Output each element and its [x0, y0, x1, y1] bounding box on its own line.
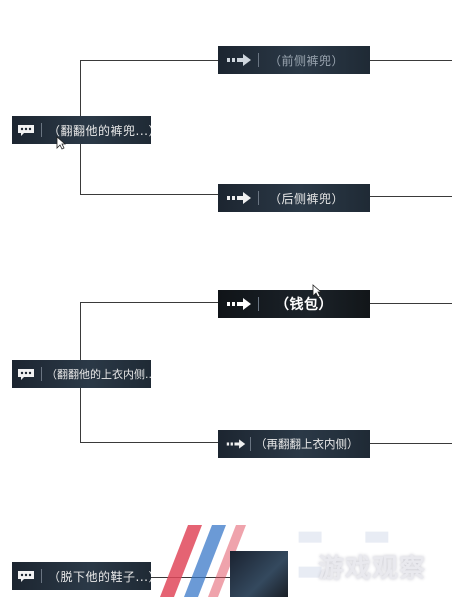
connector-line — [80, 60, 220, 61]
choice-label: （再翻翻上衣内侧） — [255, 437, 359, 451]
option-label: （翻翻他的上衣内侧...） — [46, 368, 151, 381]
separator — [41, 569, 42, 583]
separator — [41, 123, 42, 137]
cutoff-choice-thumbnail — [230, 551, 288, 597]
speech-bubble-icon — [18, 571, 34, 582]
connector-line — [370, 443, 452, 444]
connector-line — [80, 302, 220, 303]
connector-line — [370, 196, 452, 197]
arrow-right-icon — [227, 192, 251, 204]
speech-bubble-icon — [18, 125, 34, 136]
dialogue-source-option[interactable]: （脱下他的鞋子...） — [12, 562, 151, 590]
connector-line — [370, 60, 452, 61]
connector-line — [80, 442, 220, 443]
dialogue-source-option[interactable]: （翻翻他的裤兜...） — [12, 116, 151, 144]
separator — [41, 367, 42, 381]
separator — [258, 297, 259, 311]
separator — [258, 53, 259, 67]
option-label: （翻翻他的裤兜...） — [48, 123, 151, 138]
arrow-right-icon — [226, 439, 246, 449]
dialogue-choice[interactable]: （前侧裤兜） — [218, 46, 370, 74]
speech-bubble-icon — [18, 369, 34, 380]
mouse-cursor-icon — [312, 284, 322, 298]
connector-line — [150, 577, 230, 578]
dialogue-choice-highlighted[interactable]: （钱包） — [218, 290, 370, 318]
option-label: （脱下他的鞋子...） — [48, 569, 151, 584]
dialogue-source-option[interactable]: （翻翻他的上衣内侧...） — [12, 360, 151, 388]
mouse-cursor-icon — [56, 136, 66, 150]
arrow-right-icon — [227, 54, 251, 66]
watermark-faded-glyphs: ▬ ▬ ▬ — [296, 518, 406, 588]
dialogue-choice[interactable]: （后侧裤兜） — [218, 184, 370, 212]
choice-label: （后侧裤兜） — [269, 191, 345, 206]
arrow-right-icon — [227, 298, 251, 310]
choice-label: （前侧裤兜） — [269, 53, 345, 68]
choice-label: （钱包） — [275, 297, 333, 313]
connector-line — [370, 303, 452, 304]
dialogue-choice[interactable]: （再翻翻上衣内侧） — [218, 430, 370, 458]
watermark-text: 游戏观察 — [318, 554, 427, 584]
watermark-logo-stripes — [160, 525, 246, 597]
separator — [250, 437, 251, 451]
separator — [258, 191, 259, 205]
connector-line — [80, 194, 220, 195]
